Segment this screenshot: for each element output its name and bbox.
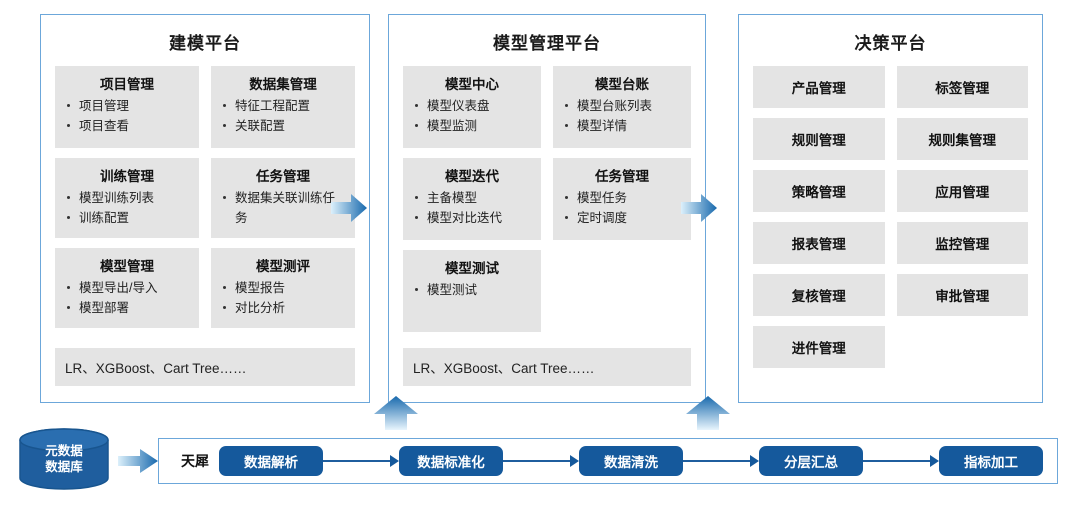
database-cylinder-icon xyxy=(19,428,109,490)
card-model-ledger[interactable]: 模型台账 模型台账列表 模型详情 xyxy=(553,66,691,148)
card-title: 任务管理 xyxy=(256,169,310,184)
pipeline-step-layered-aggregation[interactable]: 分层汇总 xyxy=(759,446,863,476)
arrow-right-icon xyxy=(681,194,717,222)
card-title: 项目管理 xyxy=(100,77,154,92)
card-item-list: 模型训练列表 训练配置 xyxy=(63,188,191,228)
arrow-right-icon xyxy=(118,449,158,473)
card-task-management[interactable]: 任务管理 模型任务 定时调度 xyxy=(553,158,691,240)
card-title: 模型迭代 xyxy=(445,169,499,184)
button-rule-management[interactable]: 规则管理 xyxy=(753,118,885,160)
card-grid: 项目管理 项目管理 项目查看 数据集管理 特征工程配置 关联配置 训练管理 模型… xyxy=(55,66,355,328)
pipeline-step-metric-processing[interactable]: 指标加工 xyxy=(939,446,1043,476)
pipeline-step-data-parsing[interactable]: 数据解析 xyxy=(219,446,323,476)
pipeline-connector-arrow-icon xyxy=(503,455,579,467)
arrow-up-icon xyxy=(374,396,418,430)
list-item[interactable]: 模型部署 xyxy=(63,298,191,318)
button-monitoring-management[interactable]: 监控管理 xyxy=(896,222,1028,264)
list-item[interactable]: 项目管理 xyxy=(63,96,191,116)
button-grid: 产品管理 标签管理 规则管理 规则集管理 策略管理 应用管理 报表管理 监控管理… xyxy=(753,66,1028,368)
card-title: 任务管理 xyxy=(595,169,649,184)
list-item[interactable]: 模型监测 xyxy=(411,116,533,136)
pipeline-step-data-cleaning[interactable]: 数据清洗 xyxy=(579,446,683,476)
button-review-management[interactable]: 复核管理 xyxy=(753,274,885,316)
panel-model-management-platform: 模型管理平台 模型中心 模型仪表盘 模型监测 模型台账 模型台账列表 模型详情 … xyxy=(388,14,706,403)
card-project-management[interactable]: 项目管理 项目管理 项目查看 xyxy=(55,66,199,148)
arrow-right-icon xyxy=(331,194,367,222)
list-item[interactable]: 模型任务 xyxy=(561,188,683,208)
list-item[interactable]: 模型详情 xyxy=(561,116,683,136)
card-title: 模型中心 xyxy=(445,77,499,92)
button-intake-management[interactable]: 进件管理 xyxy=(753,326,885,368)
button-ruleset-management[interactable]: 规则集管理 xyxy=(896,118,1028,160)
panel-title: 决策平台 xyxy=(854,34,927,53)
card-model-testing[interactable]: 模型测试 模型测试 xyxy=(403,250,541,332)
pipeline-connector-arrow-icon xyxy=(683,455,759,467)
list-item[interactable]: 主备模型 xyxy=(411,188,533,208)
panel-title: 模型管理平台 xyxy=(493,34,601,53)
pipeline-connector-arrow-icon xyxy=(863,455,939,467)
list-item[interactable]: 模型训练列表 xyxy=(63,188,191,208)
list-item[interactable]: 对比分析 xyxy=(219,298,347,318)
card-grid: 模型中心 模型仪表盘 模型监测 模型台账 模型台账列表 模型详情 模型迭代 主备… xyxy=(403,66,691,332)
algorithms-footer: LR、XGBoost、Cart Tree…… xyxy=(403,348,691,386)
list-item[interactable]: 数据集关联训练任务 xyxy=(219,188,347,228)
card-model-iteration[interactable]: 模型迭代 主备模型 模型对比迭代 xyxy=(403,158,541,240)
pipeline-name-label: 天犀 xyxy=(181,453,209,469)
card-title: 训练管理 xyxy=(100,169,154,184)
card-item-list: 模型台账列表 模型详情 xyxy=(561,96,683,136)
panel-modeling-platform: 建模平台 项目管理 项目管理 项目查看 数据集管理 特征工程配置 关联配置 训练… xyxy=(40,14,370,403)
card-item-list: 模型报告 对比分析 xyxy=(219,278,347,318)
list-item[interactable]: 训练配置 xyxy=(63,208,191,228)
list-item[interactable]: 模型导出/导入 xyxy=(63,278,191,298)
list-item[interactable]: 模型报告 xyxy=(219,278,347,298)
card-item-list: 主备模型 模型对比迭代 xyxy=(411,188,533,228)
card-title: 数据集管理 xyxy=(249,77,317,92)
button-strategy-management[interactable]: 策略管理 xyxy=(753,170,885,212)
card-training-management[interactable]: 训练管理 模型训练列表 训练配置 xyxy=(55,158,199,238)
card-item-list: 数据集关联训练任务 xyxy=(219,188,347,228)
card-title: 模型台账 xyxy=(595,77,649,92)
list-item[interactable]: 模型测试 xyxy=(411,280,533,300)
card-item-list: 特征工程配置 关联配置 xyxy=(219,96,347,136)
card-task-management[interactable]: 任务管理 数据集关联训练任务 xyxy=(211,158,355,238)
data-pipeline-bar: 天犀 数据解析 数据标准化 数据清洗 分层汇总 指标加工 xyxy=(158,438,1058,484)
list-item[interactable]: 模型台账列表 xyxy=(561,96,683,116)
list-item[interactable]: 模型对比迭代 xyxy=(411,208,533,228)
card-item-list: 模型测试 xyxy=(411,280,533,300)
list-item[interactable]: 特征工程配置 xyxy=(219,96,347,116)
card-title: 模型管理 xyxy=(100,259,154,274)
button-product-management[interactable]: 产品管理 xyxy=(753,66,885,108)
card-title: 模型测试 xyxy=(445,261,499,276)
list-item[interactable]: 模型仪表盘 xyxy=(411,96,533,116)
panel-title: 建模平台 xyxy=(169,34,241,53)
card-dataset-management[interactable]: 数据集管理 特征工程配置 关联配置 xyxy=(211,66,355,148)
card-model-center[interactable]: 模型中心 模型仪表盘 模型监测 xyxy=(403,66,541,148)
button-report-management[interactable]: 报表管理 xyxy=(753,222,885,264)
list-item[interactable]: 定时调度 xyxy=(561,208,683,228)
list-item[interactable]: 关联配置 xyxy=(219,116,347,136)
pipeline-connector-arrow-icon xyxy=(323,455,399,467)
button-application-management[interactable]: 应用管理 xyxy=(896,170,1028,212)
card-model-evaluation[interactable]: 模型测评 模型报告 对比分析 xyxy=(211,248,355,328)
arrow-up-icon xyxy=(686,396,730,430)
pipeline-steps: 数据解析 数据标准化 数据清洗 分层汇总 指标加工 xyxy=(219,446,1057,476)
button-tag-management[interactable]: 标签管理 xyxy=(896,66,1028,108)
card-item-list: 项目管理 项目查看 xyxy=(63,96,191,136)
card-item-list: 模型任务 定时调度 xyxy=(561,188,683,228)
panel-decision-platform: 决策平台 产品管理 标签管理 规则管理 规则集管理 策略管理 应用管理 报表管理… xyxy=(738,14,1043,403)
algorithms-footer: LR、XGBoost、Cart Tree…… xyxy=(55,348,355,386)
button-approval-management[interactable]: 审批管理 xyxy=(896,274,1028,316)
pipeline-step-data-standardization[interactable]: 数据标准化 xyxy=(399,446,503,476)
card-item-list: 模型导出/导入 模型部署 xyxy=(63,278,191,318)
card-item-list: 模型仪表盘 模型监测 xyxy=(411,96,533,136)
card-title: 模型测评 xyxy=(256,259,310,274)
list-item[interactable]: 项目查看 xyxy=(63,116,191,136)
card-model-management[interactable]: 模型管理 模型导出/导入 模型部署 xyxy=(55,248,199,328)
